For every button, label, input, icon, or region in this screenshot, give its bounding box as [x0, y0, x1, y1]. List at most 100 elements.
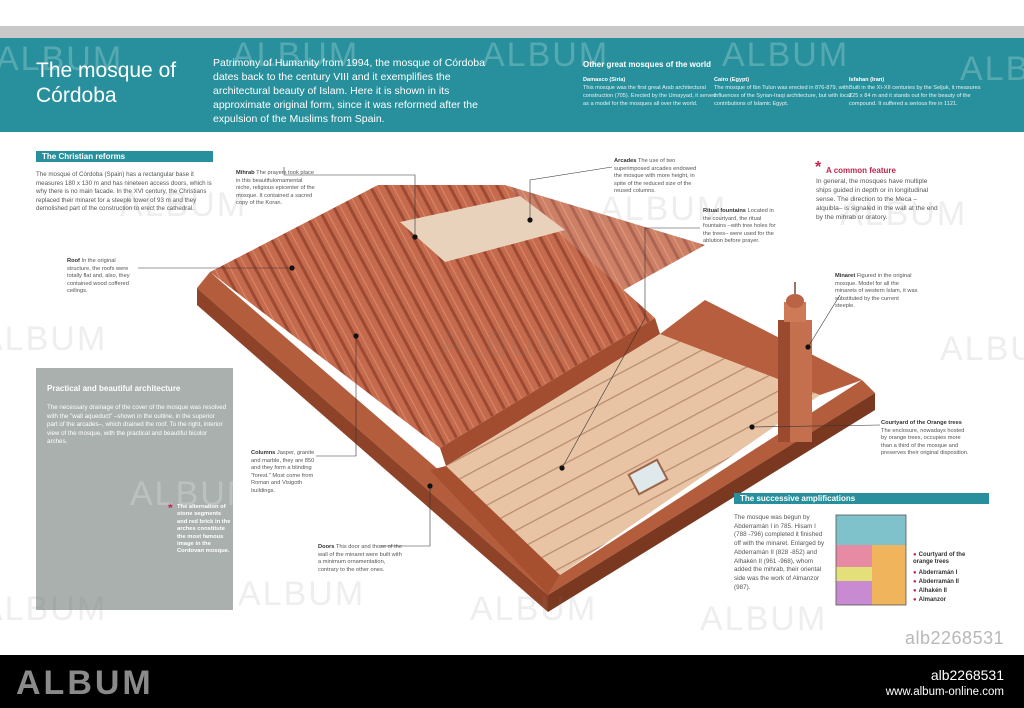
- gray-band: [0, 26, 1024, 38]
- annotation-label: Columns: [251, 450, 276, 456]
- leader-dot: [353, 333, 359, 339]
- annotation-label: Minaret: [835, 273, 856, 279]
- annotation-text: In the original structure, the roofs wer…: [67, 258, 130, 295]
- outer-wall-front: [197, 272, 560, 595]
- annotation-label: Courtyard of the Orange trees: [881, 420, 962, 426]
- annotation-text: The enclosure, nowadays hosted by orange…: [881, 427, 969, 457]
- fountains-annotation: Ritual fountains Located in the courtyar…: [703, 208, 781, 246]
- legend-courtyard: ●Courtyard of the orange trees: [913, 552, 985, 566]
- ritual-fountain: [627, 458, 669, 496]
- mosque-name: Isfahan (Iran): [849, 77, 885, 83]
- mihrab-annotation: Mihrab The prayers took place in this be…: [236, 170, 316, 208]
- practical-title: Practical and beautiful architecture: [47, 384, 181, 393]
- mosque-text: The mosque of Ibn Tulun was erected in 8…: [714, 85, 852, 107]
- legend-label: Abderramán II: [918, 579, 959, 585]
- christian-reforms-text: The mosque of Córdoba (Spain) has a rect…: [36, 171, 212, 213]
- title-line-1: The mosque of: [36, 59, 177, 82]
- image-id-watermark: alb2268531: [905, 628, 1005, 648]
- top-strip: [0, 0, 1024, 26]
- wall-face-front: [197, 288, 548, 612]
- footer-image-id: alb2268531: [930, 667, 1004, 683]
- annotation-label: Mihrab: [236, 170, 255, 176]
- footer-url[interactable]: www.album-online.com: [885, 686, 1004, 698]
- courtyard-arcade-left: [430, 466, 560, 595]
- leader-dot: [805, 344, 811, 350]
- plan-outline: [835, 514, 907, 606]
- minaret-shade: [778, 320, 790, 442]
- amplifications-text: The mosque was begun by Abderramán I in …: [734, 514, 825, 591]
- plan-almanzor: [872, 545, 906, 605]
- intro-text: Patrimony of Humanity from 1994, the mos…: [213, 57, 485, 125]
- practical-note: The alternation of stone segments and re…: [177, 504, 231, 555]
- arcades-annotation: Arcades The use of two superimposed arca…: [614, 158, 702, 196]
- other-mosques-title: Other great mosques of the world: [583, 60, 712, 69]
- annotation-label: Ritual fountains: [703, 208, 746, 214]
- legend-label: Almanzor: [918, 597, 946, 603]
- legend-label: Abderramán I: [918, 570, 958, 576]
- minaret-annotation: Minaret Figured in the original mosque. …: [835, 273, 919, 311]
- annotation-label: Doors: [318, 544, 335, 550]
- legend-dot-icon: ●: [913, 570, 917, 576]
- columns-annotation: Columns Jasper, granite and marble, they…: [251, 450, 317, 496]
- courtyard-annotation: Courtyard of the Orange trees The enclos…: [881, 420, 969, 458]
- legend-dot-icon: ●: [913, 588, 917, 594]
- legend-abderraman-1: ●Abderramán I: [913, 570, 957, 577]
- practical-text: The necessary drainage of the cover of t…: [47, 404, 227, 445]
- minaret-dome: [786, 294, 804, 308]
- leader-dot: [412, 234, 418, 240]
- wall-face-right: [548, 393, 875, 612]
- mosque-name: Cairo (Egypt): [714, 77, 750, 83]
- leader-arcades: [529, 166, 613, 218]
- mosque-text: This mosque was the first great Arab arc…: [583, 85, 717, 107]
- common-feature-title: A common feature: [826, 166, 896, 175]
- legend-alhaken-2: ●Alhakén II: [913, 588, 947, 595]
- mosque-damasco: Damasco (Siria) This mosque was the firs…: [583, 76, 723, 108]
- legend-dot-icon: ●: [913, 552, 917, 558]
- annotation-label: Arcades: [614, 158, 637, 164]
- annotation-text: The use of two superimposed arcades endo…: [614, 158, 697, 195]
- practical-architecture-box: Practical and beautiful architecture The…: [36, 368, 233, 610]
- orange-courtyard: [446, 334, 820, 575]
- leader-dot: [427, 483, 433, 489]
- album-logo: ALBUM: [16, 664, 154, 702]
- leader-dot: [527, 217, 533, 223]
- mosque-text: Built in the XI-XII centuries by the Sel…: [849, 85, 981, 107]
- leader-minaret: [807, 294, 841, 348]
- leader-doors: [380, 486, 431, 547]
- annotation-text: This door and those of the wall of the m…: [318, 544, 402, 573]
- plan-abderraman-1: [836, 545, 872, 567]
- amplifications-header: The successive amplifications: [734, 493, 989, 504]
- annotation-text: The prayers took place in this beautiful…: [236, 170, 315, 207]
- title-line-2: Córdoba: [36, 84, 117, 107]
- mosque-name: Damasco (Siria): [583, 77, 626, 83]
- common-star: *: [815, 159, 822, 176]
- leader-columns: [316, 338, 357, 457]
- leader-mihrab: [283, 167, 416, 235]
- leader-courtyard: [751, 424, 881, 428]
- mihrab-court: [400, 196, 565, 262]
- leader-fountains: [561, 227, 700, 469]
- header-band: The mosque of Córdoba Patrimony of Human…: [0, 38, 1024, 132]
- legend-dot-icon: ●: [913, 597, 917, 603]
- roof-annotation: Roof In the original structure, the roof…: [67, 258, 137, 296]
- footer-bar: ALBUM alb2268531 www.album-online.com: [0, 655, 1024, 708]
- christian-reforms-header: The Christian reforms: [36, 151, 213, 162]
- annotation-label: Roof: [67, 258, 80, 264]
- leader-dot: [289, 265, 295, 271]
- leader-dot: [749, 424, 755, 430]
- plan-abderraman-2: [836, 567, 872, 581]
- annotation-text: Figured in the original mosque. Model fo…: [835, 273, 918, 310]
- common-feature-text: In general, the mosques have multiple sh…: [816, 178, 938, 221]
- legend-abderraman-2: ●Abderramán II: [913, 579, 959, 586]
- practical-star: *: [168, 501, 173, 515]
- legend-dot-icon: ●: [913, 579, 917, 585]
- doors-annotation: Doors This door and those of the wall of…: [318, 544, 406, 574]
- annotation-text: Located in the courtyard, the ritual fou…: [703, 208, 776, 245]
- leader-dot: [559, 465, 565, 471]
- plan-alhaken-2: [836, 581, 872, 605]
- legend-almanzor: ●Almanzor: [913, 597, 946, 604]
- legend-label: Courtyard of the orange trees: [913, 552, 966, 565]
- mosque-cairo: Cairo (Egypt) The mosque of Ibn Tulun wa…: [714, 76, 854, 108]
- hall-arcade: [440, 318, 660, 466]
